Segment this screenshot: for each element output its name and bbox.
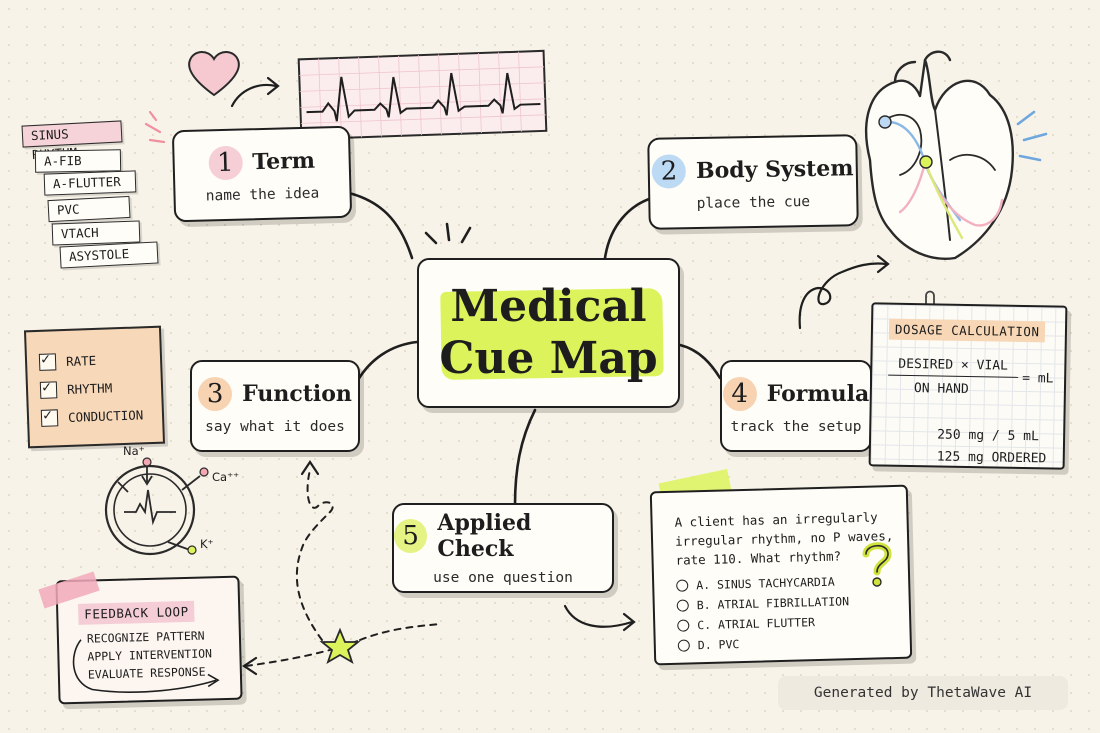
checkbox-icon bbox=[39, 381, 58, 399]
term-title: Term bbox=[251, 147, 316, 176]
body-system-number-badge: 2 bbox=[651, 154, 687, 189]
radio-icon[interactable] bbox=[676, 599, 689, 612]
ecg-strip bbox=[297, 49, 548, 141]
rhythm-item: A-FLUTTER bbox=[43, 170, 137, 196]
na-ion-dot bbox=[142, 457, 152, 467]
checklist-item: RHYTHM bbox=[39, 379, 113, 399]
applied-check-number-badge: 5 bbox=[394, 519, 428, 553]
checklist-item: RATE bbox=[38, 352, 97, 371]
checklist-label: RATE bbox=[65, 352, 97, 369]
formula-denominator: ON HAND bbox=[913, 381, 969, 398]
function-number-badge: 3 bbox=[198, 377, 233, 411]
node-term[interactable]: 1 Term name the idea bbox=[171, 125, 353, 223]
body-system-title: Body System bbox=[695, 155, 854, 184]
arrow-heart-to-ecg bbox=[230, 76, 280, 108]
center-title-line-2: Cue Map bbox=[439, 333, 658, 384]
center-title-line-1: Medical bbox=[450, 281, 647, 332]
term-number-badge: 1 bbox=[207, 145, 243, 181]
heart-icon bbox=[188, 51, 240, 97]
potassium-ion-label: K⁺ bbox=[200, 537, 214, 551]
sparkle-marks bbox=[144, 110, 166, 144]
feedback-loop-label: FEEDBACK LOOP bbox=[78, 600, 195, 625]
curly-arrow-to-heart bbox=[798, 254, 890, 330]
connector-lines bbox=[343, 190, 722, 507]
cell-icon bbox=[104, 462, 201, 556]
formula-number-badge: 4 bbox=[722, 377, 757, 411]
node-body-system[interactable]: 2 Body System place the cue bbox=[647, 134, 859, 230]
radio-icon[interactable] bbox=[676, 579, 689, 592]
checklist-label: CONDUCTION bbox=[67, 407, 144, 425]
formula-subtitle: track the setup bbox=[730, 419, 862, 435]
generated-by-badge: Generated by ThetaWave AI bbox=[778, 676, 1068, 710]
rhythm-item: VTACH bbox=[51, 220, 141, 246]
function-title: Function bbox=[242, 381, 352, 407]
quiz-option-label: A. SINUS TACHYCARDIA bbox=[696, 574, 835, 593]
heart-anatomy-illustration bbox=[865, 50, 1014, 260]
node-function[interactable]: 3 Function say what it does bbox=[190, 360, 360, 452]
question-mark-icon bbox=[862, 542, 892, 587]
star-icon bbox=[319, 627, 361, 664]
dose-ordered: 125 mg ORDERED bbox=[936, 449, 1047, 467]
quiz-option[interactable]: A. SINUS TACHYCARDIA bbox=[676, 575, 835, 593]
k-ion-dot bbox=[187, 545, 197, 555]
quiz-option[interactable]: B. ATRIAL FIBRILLATION bbox=[676, 594, 850, 613]
rhythm-item: A-FIB bbox=[34, 149, 122, 173]
dosage-calculation-card: DOSAGE CALCULATION DESIRED × VIAL ON HAN… bbox=[868, 302, 1068, 470]
clip-icon bbox=[925, 290, 935, 312]
body-system-subtitle: place the cue bbox=[696, 194, 811, 212]
loop-arrow-icon bbox=[72, 639, 220, 693]
fraction-line bbox=[888, 374, 1019, 378]
function-subtitle: say what it does bbox=[205, 419, 345, 435]
quiz-option[interactable]: D. PVC bbox=[677, 637, 740, 653]
calcium-ion-label: Ca⁺⁺ bbox=[212, 470, 240, 484]
radio-icon[interactable] bbox=[677, 639, 690, 652]
applied-check-title: Applied Check bbox=[437, 510, 532, 562]
rhythm-item: PVC bbox=[47, 195, 131, 223]
checkbox-icon bbox=[40, 409, 59, 427]
ca-ion-dot bbox=[199, 467, 209, 477]
quiz-option-label: C. ATRIAL FLUTTER bbox=[697, 615, 816, 633]
node-formula[interactable]: 4 Formula track the setup bbox=[720, 360, 872, 452]
arrowheads bbox=[242, 460, 320, 676]
assessment-checklist: RATE RHYTHM CONDUCTION bbox=[23, 325, 166, 449]
dose-on-hand: 250 mg / 5 mL bbox=[937, 427, 1040, 445]
formula-title: Formula bbox=[766, 381, 870, 407]
center-title: Medical Cue Map bbox=[439, 281, 657, 385]
feedback-loop-card: FEEDBACK LOOP RECOGNIZE PATTERN APPLY IN… bbox=[55, 575, 243, 705]
emphasis-ticks bbox=[424, 222, 472, 245]
checklist-label: RHYTHM bbox=[66, 380, 113, 397]
radio-icon[interactable] bbox=[677, 619, 690, 632]
blue-ticks bbox=[1016, 110, 1048, 162]
arrow-check-to-quiz bbox=[563, 604, 636, 632]
dashed-loop-arrow bbox=[245, 469, 441, 667]
checkbox-icon bbox=[38, 353, 57, 371]
quiz-option-label: D. PVC bbox=[697, 637, 740, 653]
sodium-ion-label: Na⁺ bbox=[123, 444, 145, 458]
formula-numerator: DESIRED × VIAL bbox=[898, 356, 1009, 374]
applied-check-subtitle: use one question bbox=[433, 570, 573, 586]
checklist-item: CONDUCTION bbox=[40, 406, 144, 427]
quiz-option[interactable]: C. ATRIAL FLUTTER bbox=[677, 615, 815, 633]
formula-result-unit: = mL bbox=[1022, 370, 1054, 387]
term-subtitle: name the idea bbox=[205, 185, 320, 205]
center-topic-card[interactable]: Medical Cue Map bbox=[417, 258, 680, 408]
dosage-label: DOSAGE CALCULATION bbox=[888, 318, 1046, 343]
node-applied-check[interactable]: 5 Applied Check use one question bbox=[392, 503, 614, 593]
quiz-option-label: B. ATRIAL FIBRILLATION bbox=[696, 594, 850, 613]
